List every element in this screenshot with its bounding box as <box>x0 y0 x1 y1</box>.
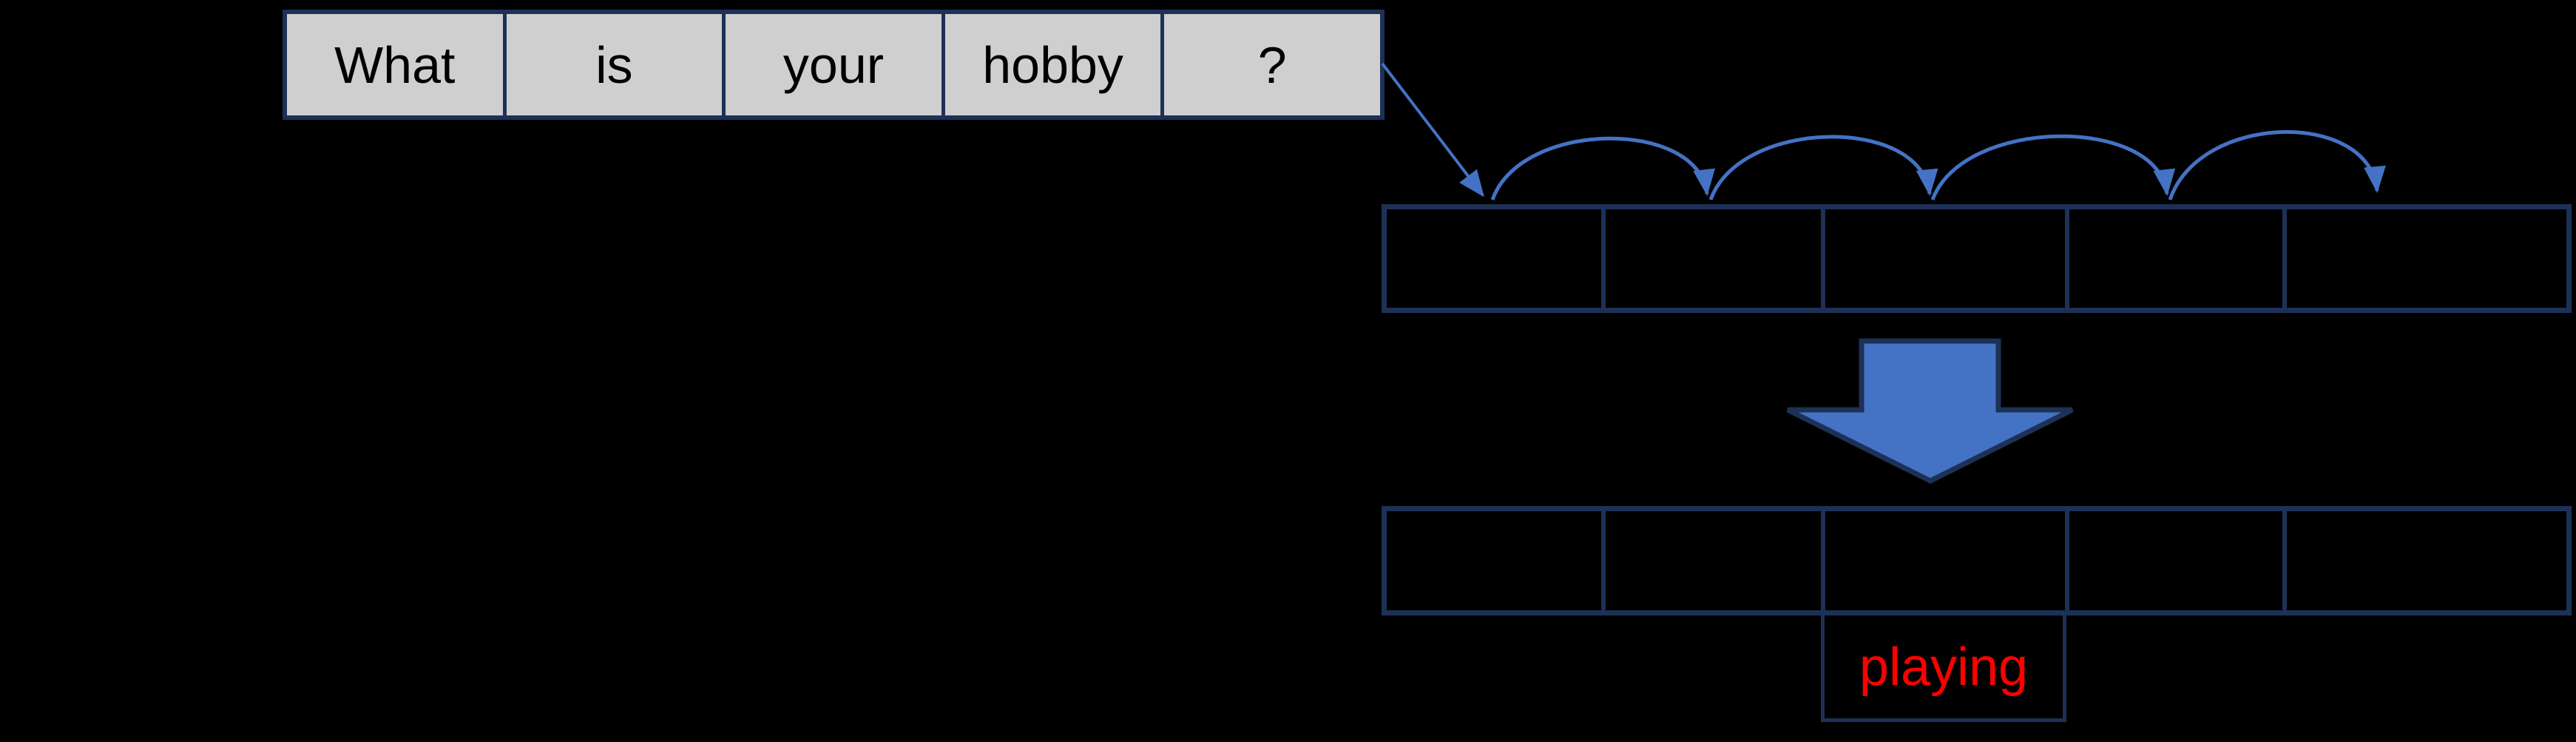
hop-arc-icon <box>1490 136 1715 200</box>
input-sentence-row: What is your hobby ? <box>283 10 1385 120</box>
token-cell: your <box>722 14 942 115</box>
prediction-box: playing <box>1821 615 2066 722</box>
token-cell: is <box>502 14 723 115</box>
token-label: ? <box>1257 36 1287 94</box>
token-label: What <box>334 36 456 94</box>
big-down-arrow-icon <box>1786 338 2074 484</box>
hop-arc-icon <box>1930 134 2176 200</box>
token-cell: What <box>287 14 503 115</box>
token-label: is <box>595 36 633 94</box>
empty-cell <box>2282 511 2566 610</box>
empty-cell <box>1387 511 1601 610</box>
empty-cell <box>1601 209 1821 308</box>
empty-cell <box>1387 209 1601 308</box>
empty-cell <box>2065 209 2282 308</box>
flow-arrow-icon <box>1381 62 1484 198</box>
sequence-row-top <box>1382 204 2572 313</box>
empty-cell <box>2282 209 2566 308</box>
empty-cell <box>1821 209 2065 308</box>
prediction-label: playing <box>1859 637 2029 697</box>
token-label: hobby <box>982 36 1123 94</box>
empty-cell <box>1821 511 2065 610</box>
token-cell: hobby <box>941 14 1161 115</box>
token-label: your <box>782 36 885 94</box>
sequence-row-bottom <box>1382 506 2572 615</box>
token-cell: ? <box>1160 14 1380 115</box>
hop-arc-icon <box>1708 135 1938 200</box>
empty-cell <box>1601 511 1821 610</box>
empty-cell <box>2065 511 2282 610</box>
hop-arc-icon <box>2168 130 2386 200</box>
